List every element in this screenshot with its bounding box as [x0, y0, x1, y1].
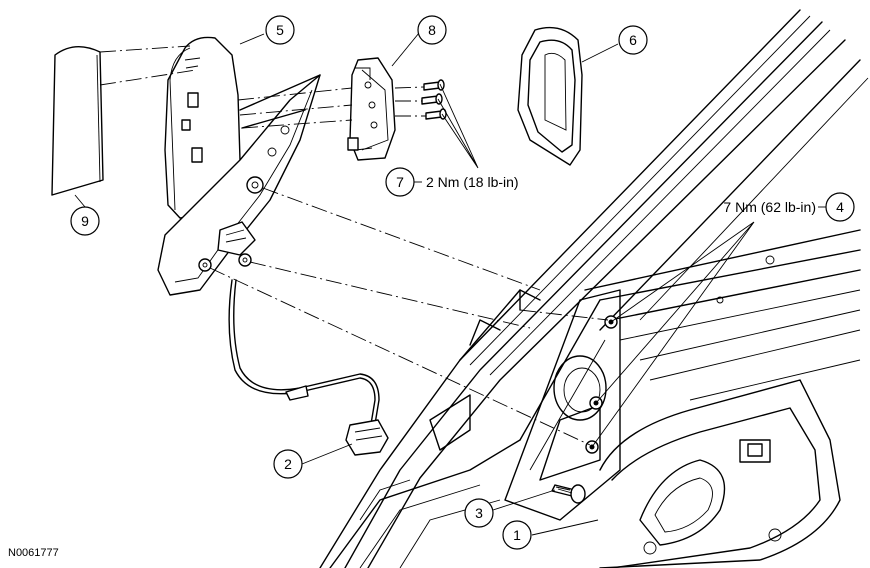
mirror-cap	[51, 46, 104, 196]
callout-1-number: 1	[513, 527, 521, 543]
callout-7-torque-spec: 2 Nm (18 lb-in)	[426, 174, 519, 190]
callout-1: 1	[502, 520, 532, 550]
callout-3-number: 3	[475, 505, 483, 521]
callout-6-number: 6	[629, 32, 637, 48]
callout-3: 3	[464, 498, 494, 528]
callout-5: 5	[265, 15, 295, 45]
callout-2-number: 2	[284, 456, 292, 472]
callout-8: 8	[417, 15, 447, 45]
alignment-lines	[99, 45, 609, 446]
door-frame	[319, 9, 869, 568]
callout-9-number: 9	[81, 213, 89, 229]
motor-screws	[421, 79, 447, 120]
callout-8-number: 8	[428, 22, 436, 38]
mirror-glass	[517, 26, 583, 166]
mirror-bolt	[551, 484, 586, 504]
figure-id: N0061777	[8, 547, 59, 559]
callout-7: 7 2 Nm (18 lb-in)	[385, 167, 519, 197]
callout-9: 9	[70, 206, 100, 236]
callout-6: 6	[618, 25, 648, 55]
mirror-housing	[157, 36, 321, 296]
callout-4: 7 Nm (62 lb-in) 4	[723, 192, 855, 222]
wire-harness	[228, 279, 389, 456]
callout-4-number: 4	[836, 199, 844, 215]
callout-5-number: 5	[276, 22, 284, 38]
callout-4-torque-spec: 7 Nm (62 lb-in)	[723, 199, 816, 215]
callout-7-number: 7	[396, 174, 404, 190]
mirror-motor	[347, 57, 396, 161]
callout-2: 2	[273, 449, 303, 479]
leader-lines	[74, 32, 755, 536]
